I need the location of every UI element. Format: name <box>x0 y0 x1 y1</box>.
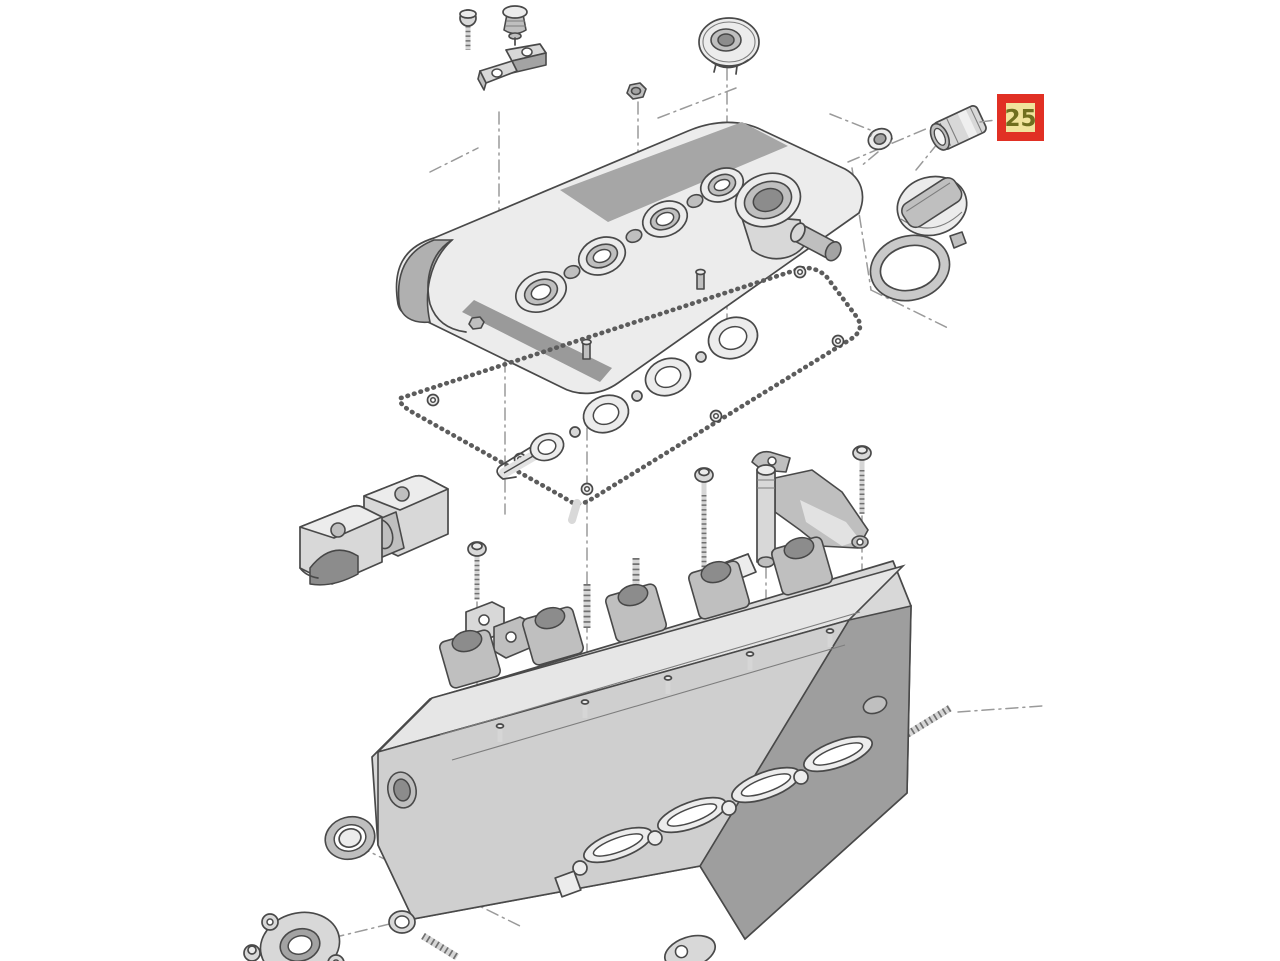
intake-ports <box>572 735 873 876</box>
deck-studs <box>495 628 835 742</box>
hex-nut <box>626 82 647 100</box>
gasket-eyelet <box>426 265 845 496</box>
valve-cover <box>395 121 864 395</box>
camshaft-seal <box>324 815 376 861</box>
breather-cap <box>698 17 760 75</box>
bearing-cap-bolt <box>467 541 487 600</box>
cylinder-head <box>371 536 912 941</box>
tensioner-bolts <box>694 445 872 572</box>
spark-plug-tube-gasket <box>496 316 759 524</box>
callout-25[interactable]: 25 <box>997 94 1044 141</box>
rubber-plug <box>502 5 528 46</box>
sensor-flange <box>259 911 345 961</box>
chain-tensioner <box>751 450 869 572</box>
cover-screw <box>459 9 477 50</box>
corner-bolt <box>243 944 261 961</box>
filler-cap-o-ring <box>869 234 951 302</box>
z-bracket <box>477 43 547 91</box>
highlighted-part-25-cap <box>929 105 997 151</box>
callout-25-fill <box>1006 103 1035 132</box>
camshaft-bearing-saddle <box>299 474 449 586</box>
valve-cover-gasket <box>397 265 863 506</box>
small-ring-seal <box>388 910 416 934</box>
bottom-flange <box>663 934 717 961</box>
callout-25-label: 25 <box>1004 106 1036 132</box>
small-seal-ring <box>867 127 893 151</box>
oil-filler-cap <box>896 175 968 249</box>
cam-bearing-towers <box>439 536 833 689</box>
